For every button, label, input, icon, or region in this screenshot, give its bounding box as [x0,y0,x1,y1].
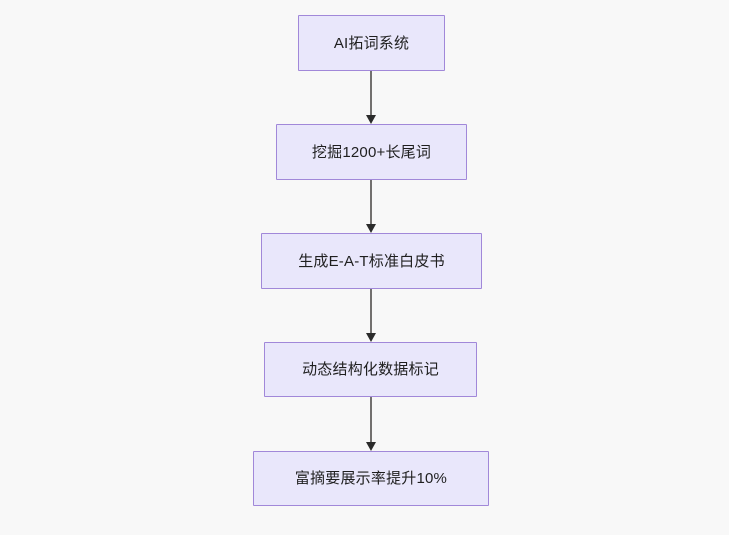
flow-node-label: 动态结构化数据标记 [302,361,439,378]
arrowhead-down-icon [366,442,376,451]
connector-whitepaper-to-structured-data [363,289,379,342]
arrowhead-down-icon [366,333,376,342]
arrowhead-down-icon [366,115,376,124]
connector-structured-data-to-rich-snippet [363,397,379,451]
connector-line [370,289,372,334]
arrowhead-down-icon [366,224,376,233]
connector-line [370,397,372,443]
flow-node-structured-data-markup[interactable]: 动态结构化数据标记 [264,342,477,397]
connector-ai-keyword-to-longtail [363,71,379,124]
connector-line [370,180,372,225]
flow-node-label: 生成E-A-T标准白皮书 [298,252,445,270]
flow-node-rich-snippet-rate[interactable]: 富摘要展示率提升10% [253,451,489,506]
flow-node-eat-whitepaper[interactable]: 生成E-A-T标准白皮书 [261,233,482,289]
connector-line [370,71,372,116]
flow-node-label: 富摘要展示率提升10% [294,470,448,487]
flow-node-label: 挖掘1200+长尾词 [311,143,432,161]
flow-node-label: AI拓词系统 [333,34,410,52]
flow-node-longtail-keywords[interactable]: 挖掘1200+长尾词 [276,124,467,180]
flow-node-ai-keyword-system[interactable]: AI拓词系统 [298,15,445,71]
connector-longtail-to-whitepaper [363,180,379,233]
